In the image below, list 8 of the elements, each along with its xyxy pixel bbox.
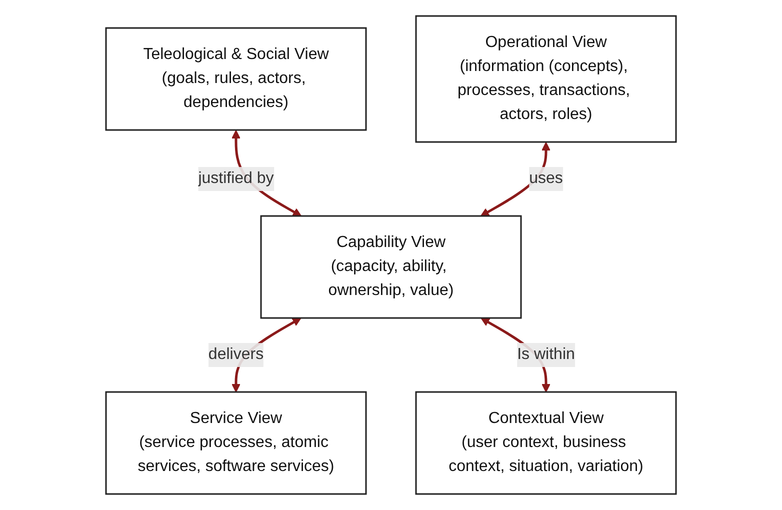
node-box: Capability View (capacity, ability, ownership, value) [260,215,522,319]
node-box: Service View (service processes, atomic services, software services) [105,391,367,495]
edge-label: delivers [208,346,264,363]
node-box: Contextual View (user context, business context, situation, variation) [415,391,677,495]
node-box: Operational View (information (concepts), processes, transactions, actors, roles) [415,15,677,143]
edge-label: uses [529,170,563,187]
edge-label: Is within [517,346,575,363]
node-box: Teleological & Social View (goals, rules, actors, dependencies) [105,27,367,131]
